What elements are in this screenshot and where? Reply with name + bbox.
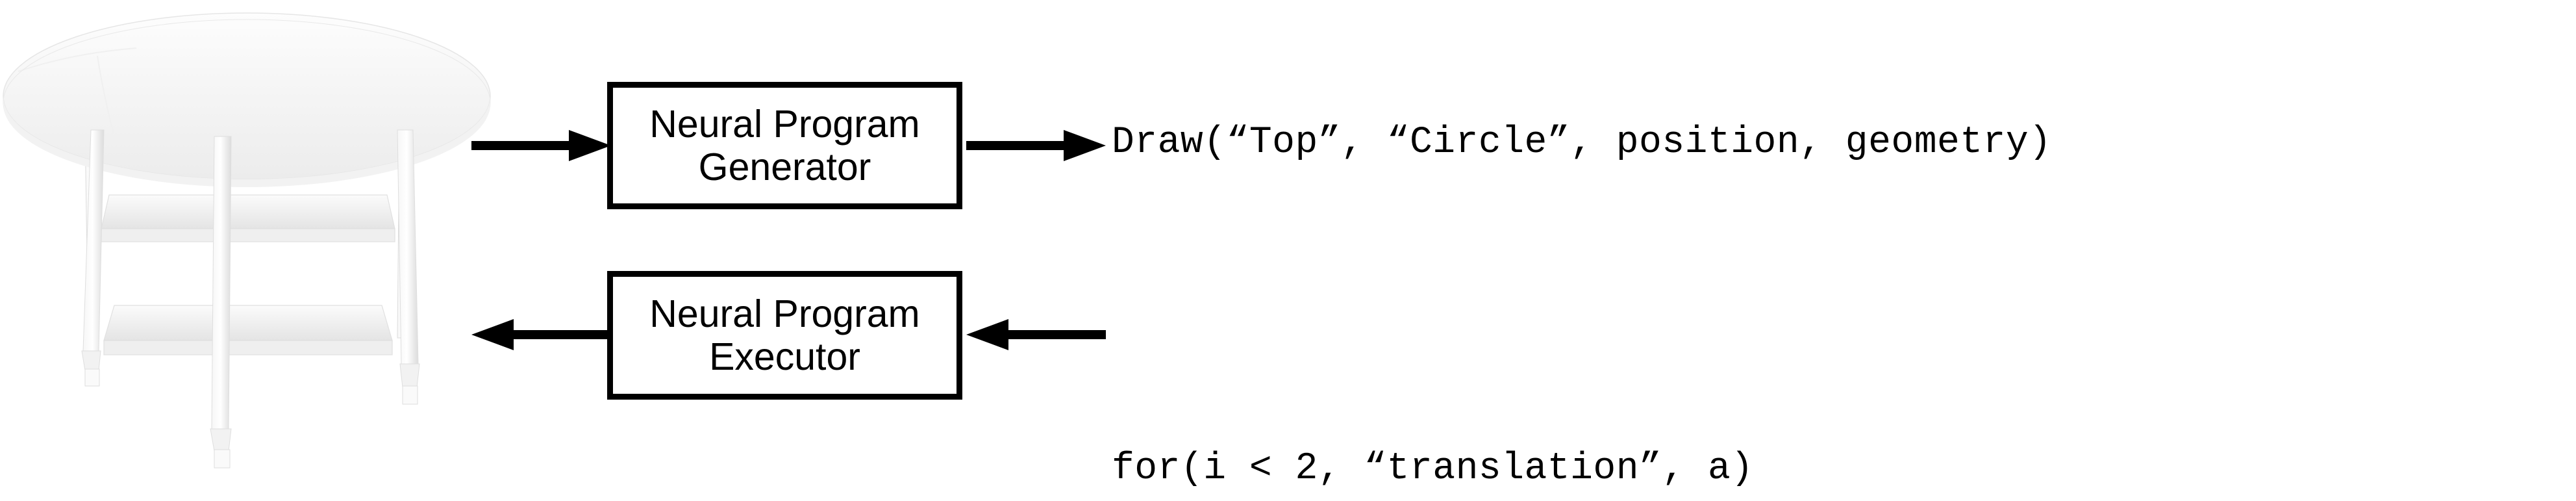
executor-label-line2: Executor bbox=[709, 335, 860, 378]
generator-label-line2: Generator bbox=[698, 146, 871, 188]
code-line-blank-1 bbox=[1112, 286, 2576, 326]
table-object-image bbox=[0, 0, 494, 501]
table-top-circle bbox=[3, 12, 491, 187]
executor-label-line1: Neural Program bbox=[649, 292, 920, 335]
generator-label-line1: Neural Program bbox=[649, 102, 920, 146]
code-line-1: Draw(“Top”, “Circle”, position, geometry… bbox=[1112, 122, 2052, 164]
table-leg-front-left bbox=[81, 129, 105, 387]
program-code-listing: Draw(“Top”, “Circle”, position, geometry… bbox=[1112, 0, 2576, 501]
arrow-right-icon bbox=[966, 126, 1106, 165]
table-shelf-lower bbox=[103, 305, 393, 355]
arrow-left-icon bbox=[471, 315, 611, 354]
arrow-right-icon bbox=[471, 126, 611, 165]
code-line-2: for(i < 2, “translation”, a) bbox=[1112, 448, 1754, 490]
arrow-left-icon bbox=[966, 315, 1106, 354]
neural-program-generator-box[interactable]: Neural Program Generator bbox=[607, 82, 962, 209]
table-leg-front-right bbox=[397, 129, 420, 405]
neural-program-executor-box[interactable]: Neural Program Executor bbox=[607, 271, 962, 400]
table-shelf-upper bbox=[101, 194, 395, 242]
table-leg-front-center bbox=[210, 136, 232, 469]
